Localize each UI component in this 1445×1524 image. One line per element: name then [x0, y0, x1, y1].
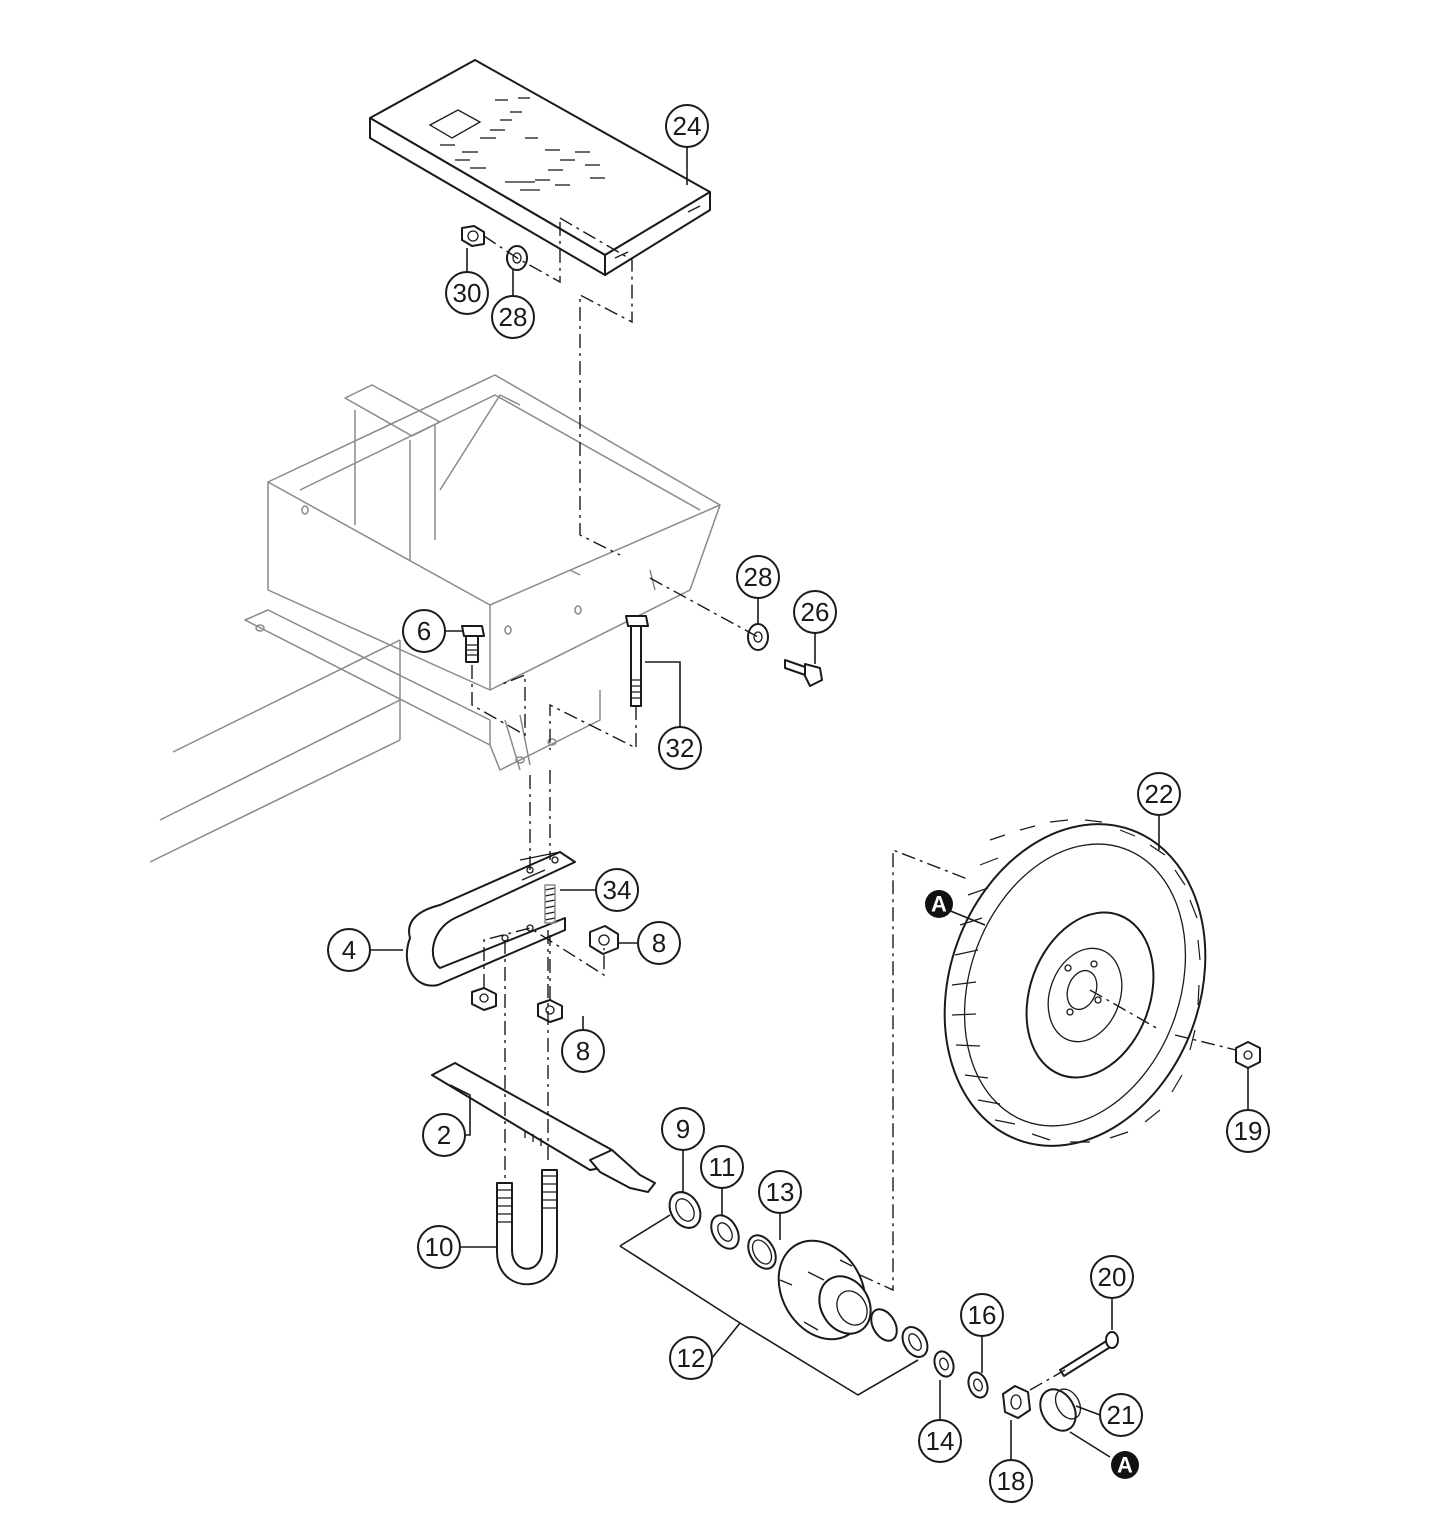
svg-text:28: 28	[499, 302, 528, 332]
callout-2: 2	[422, 1113, 466, 1157]
spring-part-4	[405, 851, 576, 987]
svg-text:22: 22	[1145, 779, 1174, 809]
svg-text:10: 10	[425, 1232, 454, 1262]
svg-text:6: 6	[417, 616, 431, 646]
bolt-part-6	[461, 625, 485, 663]
callout-9: 9	[661, 1107, 705, 1151]
assembly-dash-lines	[471, 217, 1237, 1391]
callout-14: 14	[918, 1419, 962, 1463]
svg-text:14: 14	[926, 1426, 955, 1456]
callout-10: 10	[417, 1225, 461, 1269]
callout-4: 4	[327, 928, 371, 972]
castle-nut-part-18	[1002, 1385, 1031, 1419]
hub-part-12	[777, 1239, 872, 1341]
nut-part-8-right	[589, 925, 619, 955]
callout-24: 24	[665, 104, 709, 148]
frame-rails	[149, 639, 401, 863]
callout-8-right: 8	[637, 921, 681, 965]
cotter-pin-part-20	[1059, 1331, 1119, 1377]
callout-8-lower: 8	[561, 1029, 605, 1073]
callout-18: 18	[989, 1459, 1033, 1503]
svg-text:13: 13	[766, 1177, 795, 1207]
svg-text:11: 11	[709, 1152, 736, 1182]
seal-part-9	[668, 1191, 702, 1229]
callout-32: 32	[658, 726, 702, 770]
svg-text:A: A	[1117, 1453, 1133, 1478]
leader-lines	[370, 145, 1249, 1460]
callout-28-top: 28	[491, 295, 535, 339]
axle-part-2	[431, 1062, 656, 1193]
svg-text:34: 34	[603, 875, 632, 905]
svg-text:4: 4	[342, 935, 356, 965]
svg-text:2: 2	[437, 1120, 451, 1150]
svg-text:24: 24	[673, 111, 702, 141]
svg-text:8: 8	[652, 928, 666, 958]
callout-30: 30	[445, 271, 489, 315]
ubolt-part-10	[496, 1169, 558, 1286]
race-part-hub-outer	[870, 1308, 898, 1342]
dust-cap-part-21	[1039, 1388, 1082, 1432]
washer-part-16	[967, 1371, 989, 1399]
lug-nut-part-19	[1235, 1041, 1261, 1069]
svg-text:30: 30	[453, 278, 482, 308]
svg-text:26: 26	[801, 597, 830, 627]
svg-text:28: 28	[744, 562, 773, 592]
callout-21: 21	[1099, 1393, 1143, 1437]
spring-part-34	[544, 884, 556, 924]
ref-marker-a-wheel: A	[925, 890, 953, 918]
callout-28-side: 28	[736, 555, 780, 599]
svg-text:9: 9	[676, 1114, 690, 1144]
callout-11: 11	[700, 1145, 744, 1189]
frame-box	[244, 374, 721, 771]
callout-13: 13	[758, 1170, 802, 1214]
ref-marker-a-cap: A	[1111, 1451, 1139, 1479]
wheel-part-22	[943, 819, 1207, 1147]
callout-6: 6	[402, 609, 446, 653]
bearing-part-11	[710, 1214, 740, 1250]
callout-16: 16	[960, 1293, 1004, 1337]
callout-26: 26	[793, 590, 837, 634]
svg-text:8: 8	[576, 1036, 590, 1066]
svg-text:21: 21	[1107, 1400, 1136, 1430]
nut-part-30	[461, 225, 485, 247]
washer-part-28-side	[747, 623, 769, 651]
svg-text:12: 12	[677, 1343, 706, 1373]
nut-part-8-lower	[537, 999, 563, 1023]
callout-12: 12	[669, 1336, 713, 1380]
svg-text:A: A	[931, 892, 947, 917]
svg-text:19: 19	[1234, 1116, 1263, 1146]
svg-text:20: 20	[1098, 1262, 1127, 1292]
svg-text:16: 16	[968, 1300, 997, 1330]
panel-part-24	[369, 59, 711, 276]
svg-text:32: 32	[666, 733, 695, 763]
callout-34: 34	[595, 868, 639, 912]
svg-text:18: 18	[997, 1466, 1026, 1496]
washer-part-14	[933, 1350, 955, 1378]
bolt-part-26	[784, 659, 823, 687]
nut-part-8-left	[471, 987, 497, 1011]
race-part-13	[747, 1234, 777, 1270]
bearing-part-hub-outer	[901, 1326, 929, 1358]
callout-22: 22	[1137, 772, 1181, 816]
callout-20: 20	[1090, 1255, 1134, 1299]
callout-19: 19	[1226, 1109, 1270, 1153]
bolt-part-32	[625, 615, 649, 707]
